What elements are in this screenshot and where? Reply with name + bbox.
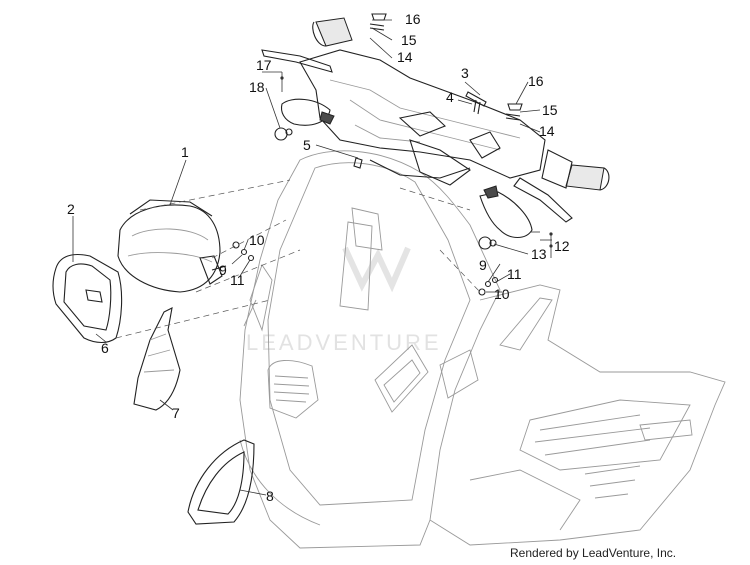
- callout-15-right: 15: [542, 102, 558, 118]
- callout-9-right: 9: [479, 257, 487, 273]
- callout-10-left: 10: [249, 232, 265, 248]
- callout-7: 7: [172, 405, 180, 421]
- callout-5: 5: [303, 137, 311, 153]
- callout-4: 4: [446, 89, 454, 105]
- callout-11-right: 11: [507, 266, 522, 282]
- alignment-lines: [115, 179, 481, 339]
- headlamp: [117, 199, 227, 293]
- headlamp-trim-ring: [52, 253, 123, 344]
- callout-12: 12: [554, 238, 570, 254]
- handlebar-assembly: [261, 17, 610, 223]
- callout-3: 3: [461, 65, 469, 81]
- leader-lines: [72, 19, 552, 496]
- callout-18: 18: [249, 79, 265, 95]
- floor-board: [429, 284, 726, 546]
- callout-16-left: 16: [405, 11, 421, 27]
- lower-reflector: [187, 439, 255, 525]
- callout-1: 1: [181, 144, 189, 160]
- callout-17: 17: [256, 57, 272, 73]
- callout-15-left: 15: [401, 32, 417, 48]
- callout-11-left: 11: [230, 272, 245, 288]
- right-turn-signal: [478, 185, 533, 250]
- watermark-text: LEADVENTURE: [246, 330, 442, 355]
- grouping-brackets: [280, 76, 553, 258]
- credit-text: Rendered by LeadVenture, Inc.: [510, 546, 676, 560]
- callout-6: 6: [101, 340, 109, 356]
- callout-9-left: 9: [219, 262, 227, 278]
- leadventure-watermark: LEADVENTURE: [246, 246, 442, 355]
- callout-14-right: 14: [539, 123, 555, 139]
- left-turn-signal: [274, 98, 335, 141]
- side-reflector-left: [133, 307, 181, 411]
- callout-16-right: 16: [528, 73, 544, 89]
- callout-2: 2: [67, 201, 75, 217]
- callout-10-right: 10: [494, 286, 510, 302]
- callout-labels: 1 2 3 4 5 6 7 8 9 9 10 10 11 11 12 13 14…: [67, 11, 570, 504]
- callout-8: 8: [266, 488, 274, 504]
- callout-14-left: 14: [397, 49, 413, 65]
- callout-13: 13: [531, 246, 547, 262]
